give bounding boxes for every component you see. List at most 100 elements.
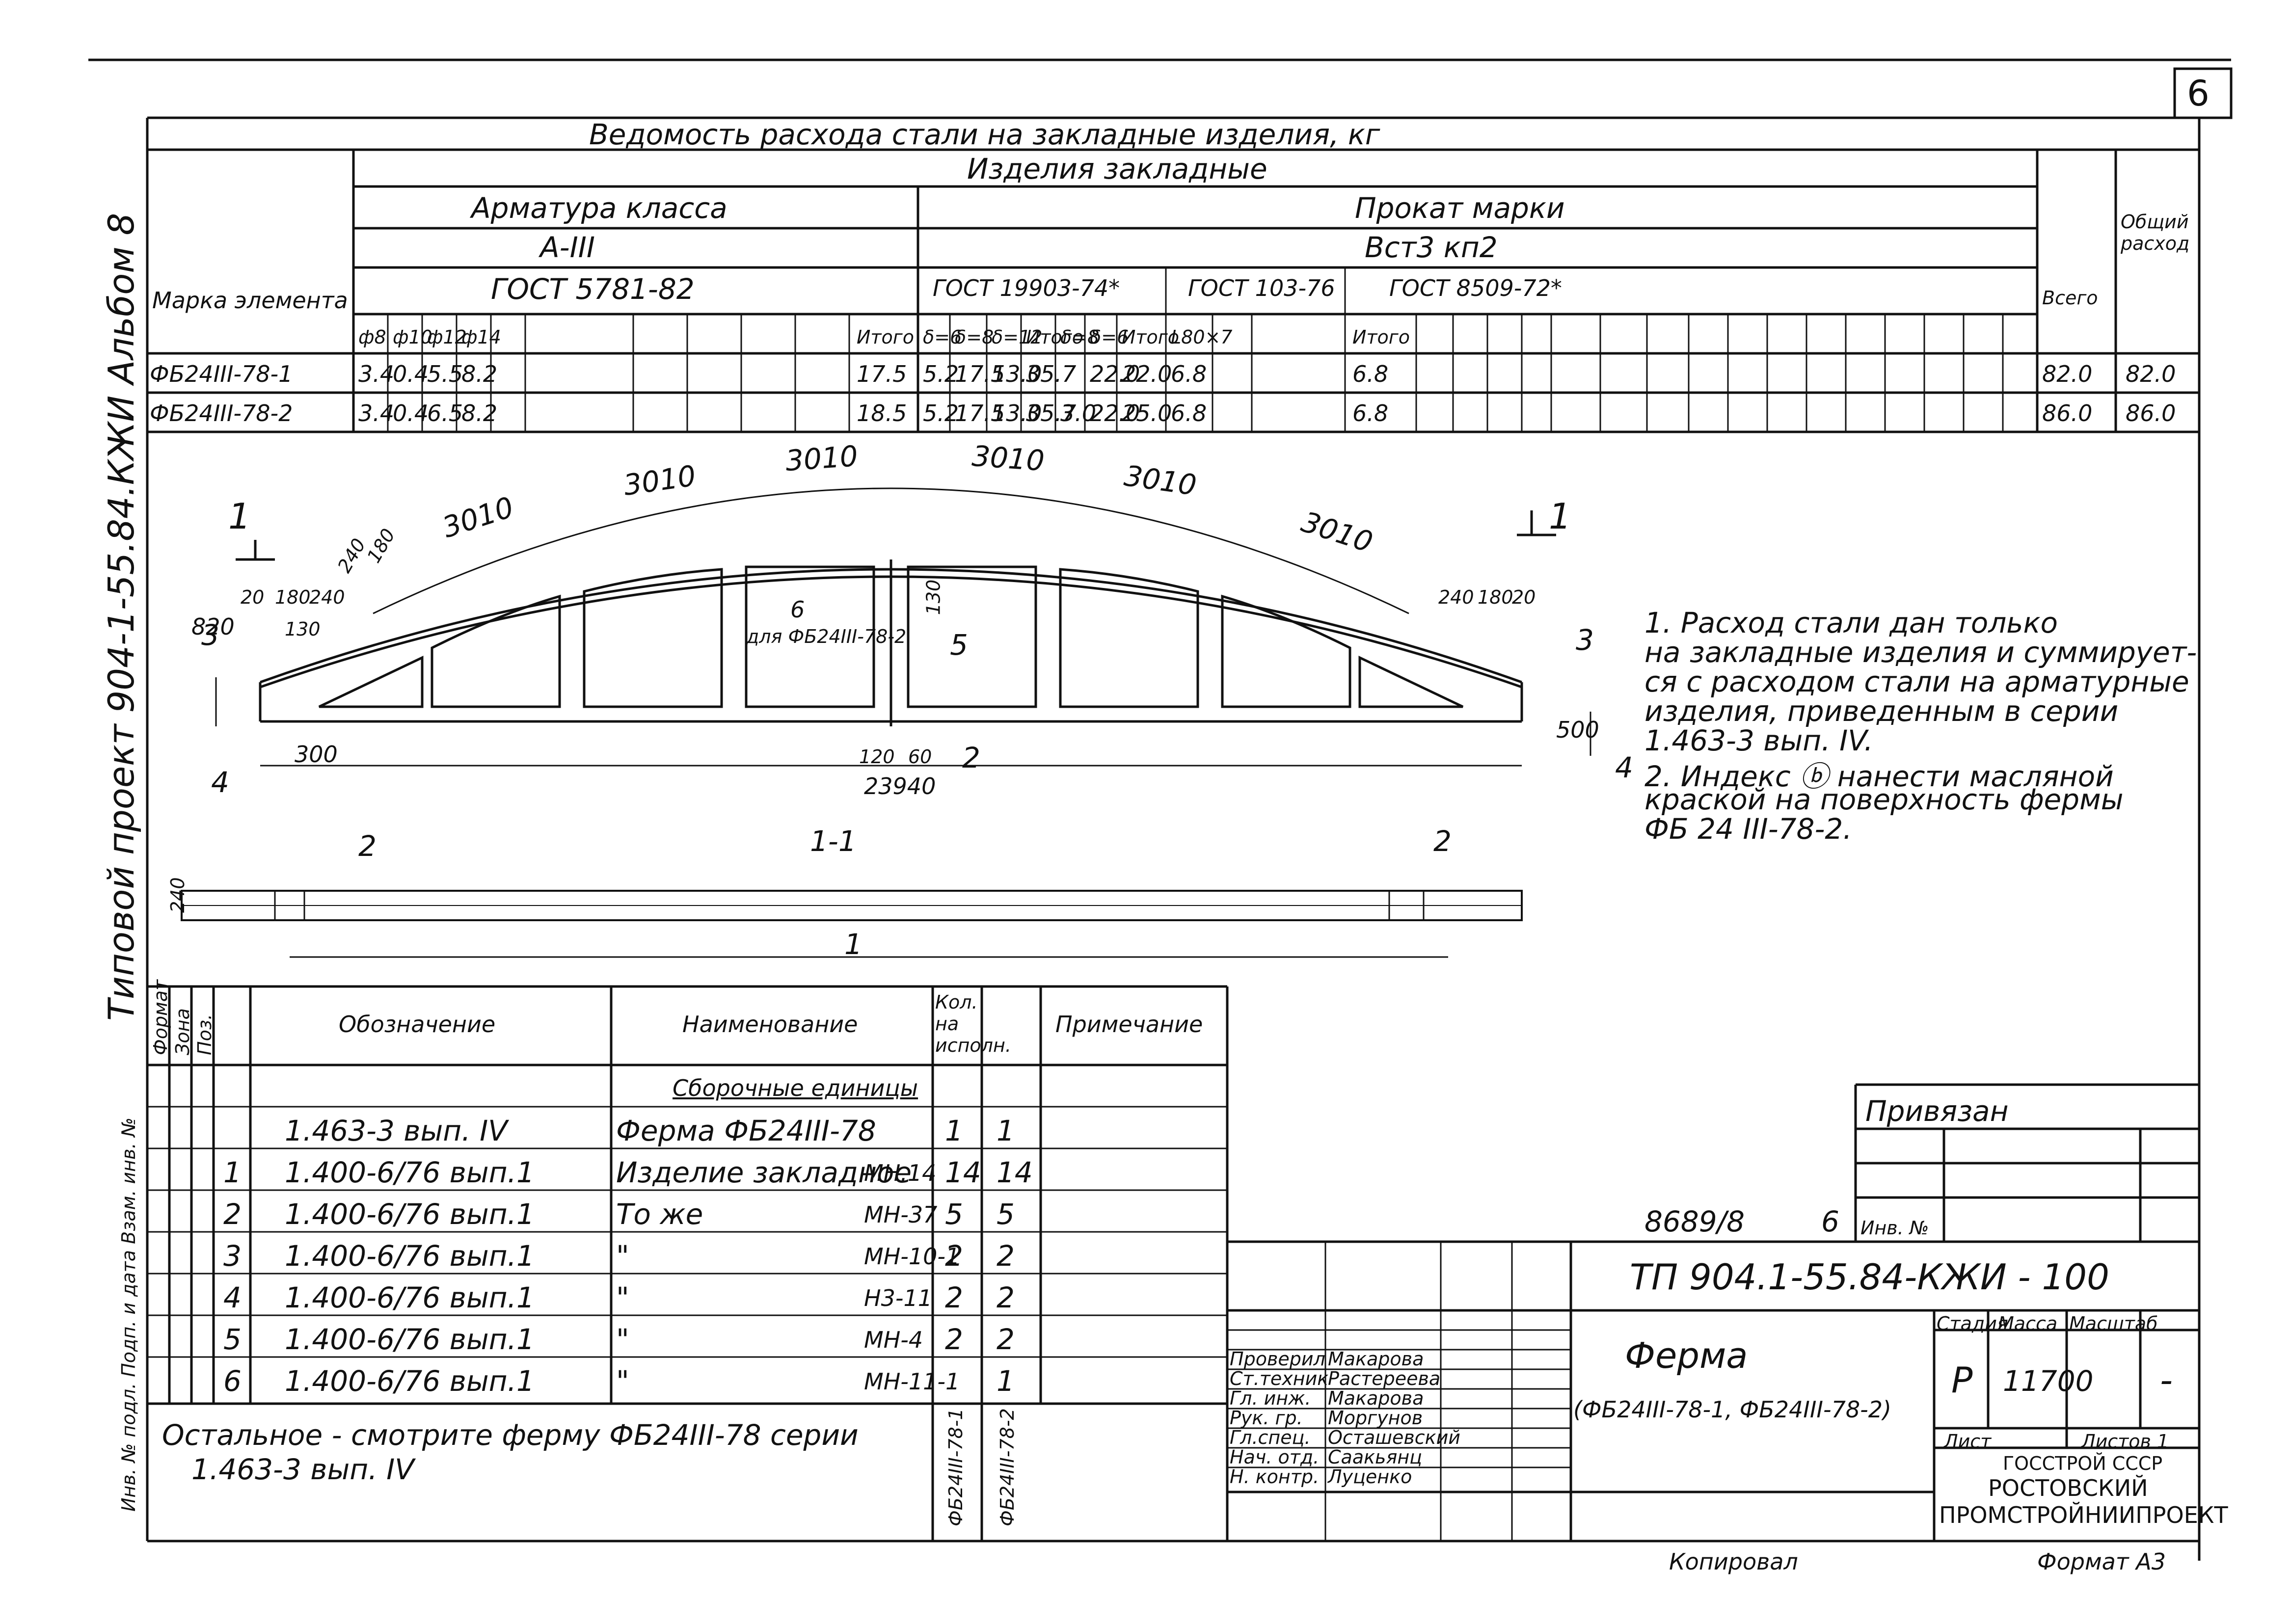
spec-pos: 1 [223,1156,242,1189]
steel-cell: 17.5 [955,400,1005,426]
section-label: 1-1 [810,825,857,858]
signer-name: Осташевский [1328,1427,1461,1448]
scale-value: - [2160,1359,2173,1401]
steel-cell: 25.0 [1122,400,1172,426]
gost-103: ГОСТ 103-76 [1188,275,1335,301]
steel-cell: 17.5 [955,361,1005,387]
steel-cell: 22.0 [1122,361,1172,387]
note-line: на закладные изделия и суммирует- [1644,636,2197,669]
steel-cell: 5.5 [427,361,463,387]
spec-qty-2: 2 [997,1323,1015,1356]
steel-row-total: 82.0 [2042,361,2093,387]
steel-cell: 22.0 [1090,361,1140,387]
total-length: 23940 [864,773,936,799]
spec-section: Сборочные единицы [673,1075,918,1101]
steel-col-header: ф12 [427,326,467,348]
rolled-grade: Вст3 кп2 [1365,231,1498,264]
spec-code: МН-10-1 [864,1243,960,1270]
copied-label: Копировал [1669,1548,1798,1575]
signer-name: Растереева [1328,1368,1441,1389]
pos-2-plan-right: 2 [1433,825,1452,858]
steel-cell: 3.0 [1060,400,1097,426]
dim-130-left: 130 [285,618,321,640]
steel-col-header: ф14 [461,326,501,348]
note-line: краской на поверхность фермы [1644,783,2124,816]
steel-cell: 35.7 [1026,400,1077,426]
col-qty: Кол. на исполн. [935,991,1011,1056]
steel-cell: 18.5 [857,400,907,426]
spec-qty-2: 1 [997,1114,1015,1147]
org-line-1: ГОССТРОЙ СССР [2003,1453,2163,1474]
spec-qty-1: 14 [945,1156,981,1189]
steel-col-header: δ=12 [992,326,1043,348]
archive-sheet: 6 [1821,1205,1839,1238]
org-line-3: ПРОМСТРОЙНИИПРОЕКТ [1939,1502,2228,1528]
steel-cell: 35.7 [1026,361,1077,387]
steel-row-grand: 82.0 [2126,361,2176,387]
dim-500: 500 [1556,717,1599,743]
steel-cell: 13.0 [992,400,1042,426]
signer-role: Н. контр. [1230,1466,1320,1488]
note-line: изделия, приведенным в серии [1644,694,2119,728]
signer-role: Проверил [1230,1348,1325,1370]
note-line: ся с расходом стали на арматурные [1644,665,2189,698]
signer-name: Саакьянц [1328,1446,1423,1468]
spec-code: МН.14 [864,1160,937,1186]
spec-designation: 1.400-6/76 вып.1 [285,1364,535,1398]
pos-2-center: 2 [962,741,980,774]
col-zone: Зона [172,1008,193,1055]
steel-cell: 6.5 [427,400,463,426]
pos-4-left: 4 [211,766,229,799]
dim-segment: 3010 [970,439,1046,478]
gost-8509: ГОСТ 8509-72* [1389,275,1562,301]
steel-row-mark: ФБ24III-78-1 [150,361,293,387]
stage-value: Р [1951,1359,1973,1401]
spec-pos: 3 [223,1239,242,1273]
spec-pos: 2 [223,1198,242,1231]
signer-role: Гл. инж. [1230,1387,1311,1409]
inventory-strip: Инв. № подл. Подп. и дата Взам. инв. № [118,1117,139,1512]
spec-pos: 4 [223,1281,242,1314]
sheets-header: Листов 1 [2081,1431,2169,1452]
spec-name: " [616,1281,629,1314]
steel-col-header: δ=6 [1090,326,1129,348]
spec-code: МН-11-1 [864,1368,960,1395]
archive-number: 8689/8 [1644,1205,1745,1238]
scale-header: Масштаб [2069,1313,2158,1334]
pos-4-right: 4 [1615,751,1633,784]
signer-role: Ст.техник [1230,1368,1329,1389]
rebar-header: Арматура класса [471,191,728,225]
steel-cell: 13.0 [992,361,1042,387]
bound-label: Привязан [1865,1094,2009,1128]
col-designation: Обозначение [339,1011,496,1038]
steel-cell: 0.4 [393,400,429,426]
dim-segment: 3010 [784,439,859,478]
gost-19903: ГОСТ 19903-74* [933,275,1120,301]
rebar-gost: ГОСТ 5781-82 [491,272,695,306]
steel-col-header: δ=6 [923,326,962,348]
steel-cell: 5.2 [923,361,959,387]
steel-col-header: δ=8 [1060,326,1100,348]
spec-footer-2: 1.463-3 вып. IV [191,1453,414,1486]
spec-name: " [616,1239,629,1273]
spec-qty-1: 1 [945,1114,963,1147]
steel-col-header: Итого [1026,326,1084,348]
drawing-code: ТП 904.1-55.84-КЖИ - 100 [1630,1256,2109,1298]
variant-1: ФБ24III-78-1 [945,1408,967,1526]
note-line: 1. Расход стали дан только [1644,606,2058,639]
cut-mark-left: 1 [228,496,251,537]
dim-820: 820 [191,613,235,640]
col-name: Наименование [682,1011,858,1038]
spec-designation: 1.400-6/76 вып.1 [285,1156,535,1189]
rolled-header: Прокат марки [1355,191,1565,225]
grand-total-header: Общий расход [2121,211,2190,254]
spec-footer-1: Остальное - смотрите ферму ФБ24III-78 се… [162,1418,859,1452]
spec-name: Изделие закладное [616,1156,912,1189]
pos-3-left: 3 [201,618,219,652]
dim-130-center: 130 [922,579,944,615]
steel-cell: 6.8 [1171,400,1207,426]
steel-cell: 17.5 [857,361,907,387]
sheet-number: 6 [2187,73,2210,114]
spec-qty-2: 5 [997,1198,1015,1231]
